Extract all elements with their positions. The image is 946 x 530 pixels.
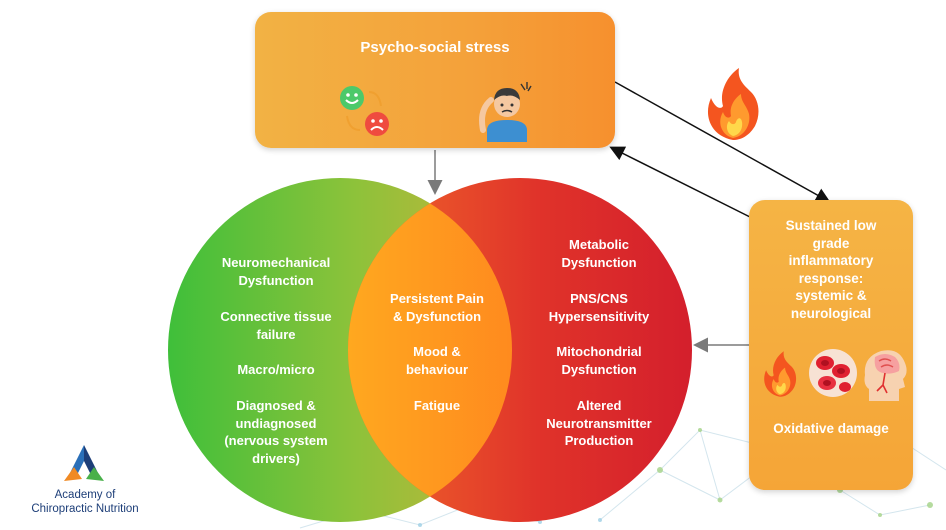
mood-swing-icon (340, 86, 389, 136)
overlap-item-persistent-pain: Persistent Pain & Dysfunction (390, 291, 484, 324)
inflammatory-response-box: Sustained low grade inflammatory respons… (749, 200, 913, 490)
overlap-region (348, 178, 512, 522)
left-item-diagnosed: Diagnosed & undiagnosed (nervous system … (224, 398, 328, 466)
left-item-connective-tissue: Connective tissue failure (220, 309, 332, 342)
stress-box-title: Psycho-social stress (360, 39, 510, 56)
academy-logo-icon (64, 445, 104, 481)
left-item-neuromechanical: Neuromechanical Dysfunction (221, 255, 331, 288)
fire-icon (707, 68, 759, 140)
right-item-mitochondrial: Mitochondrial Dysfunction (556, 344, 642, 377)
overlap-item-mood: Mood & behaviour (405, 344, 469, 377)
left-item-macro-micro: Macro/micro (237, 362, 315, 377)
right-item-pns-cns: PNS/CNS Hypersensitivity (548, 291, 650, 324)
arrow-stress-to-inflammation (614, 81, 831, 203)
inflammatory-box-title: Sustained low grade inflammatory respons… (785, 218, 877, 321)
blood-cells-icon (809, 349, 857, 397)
fire-icon (764, 351, 797, 397)
overlap-item-fatigue: Fatigue (413, 398, 461, 413)
oxidative-damage-label: Oxidative damage (773, 421, 889, 436)
psycho-social-stress-box: Psycho-social stress (255, 12, 615, 148)
arrow-inflammation-to-stress (609, 146, 761, 223)
stressed-person-icon (479, 82, 532, 142)
right-item-metabolic: Metabolic Dysfunction (561, 237, 637, 270)
logo-text: Academy of Chiropractic Nutrition (31, 489, 139, 515)
brain-head-icon (864, 350, 907, 401)
right-item-neurotransmitter: Altered Neurotransmitter Production (546, 398, 652, 448)
